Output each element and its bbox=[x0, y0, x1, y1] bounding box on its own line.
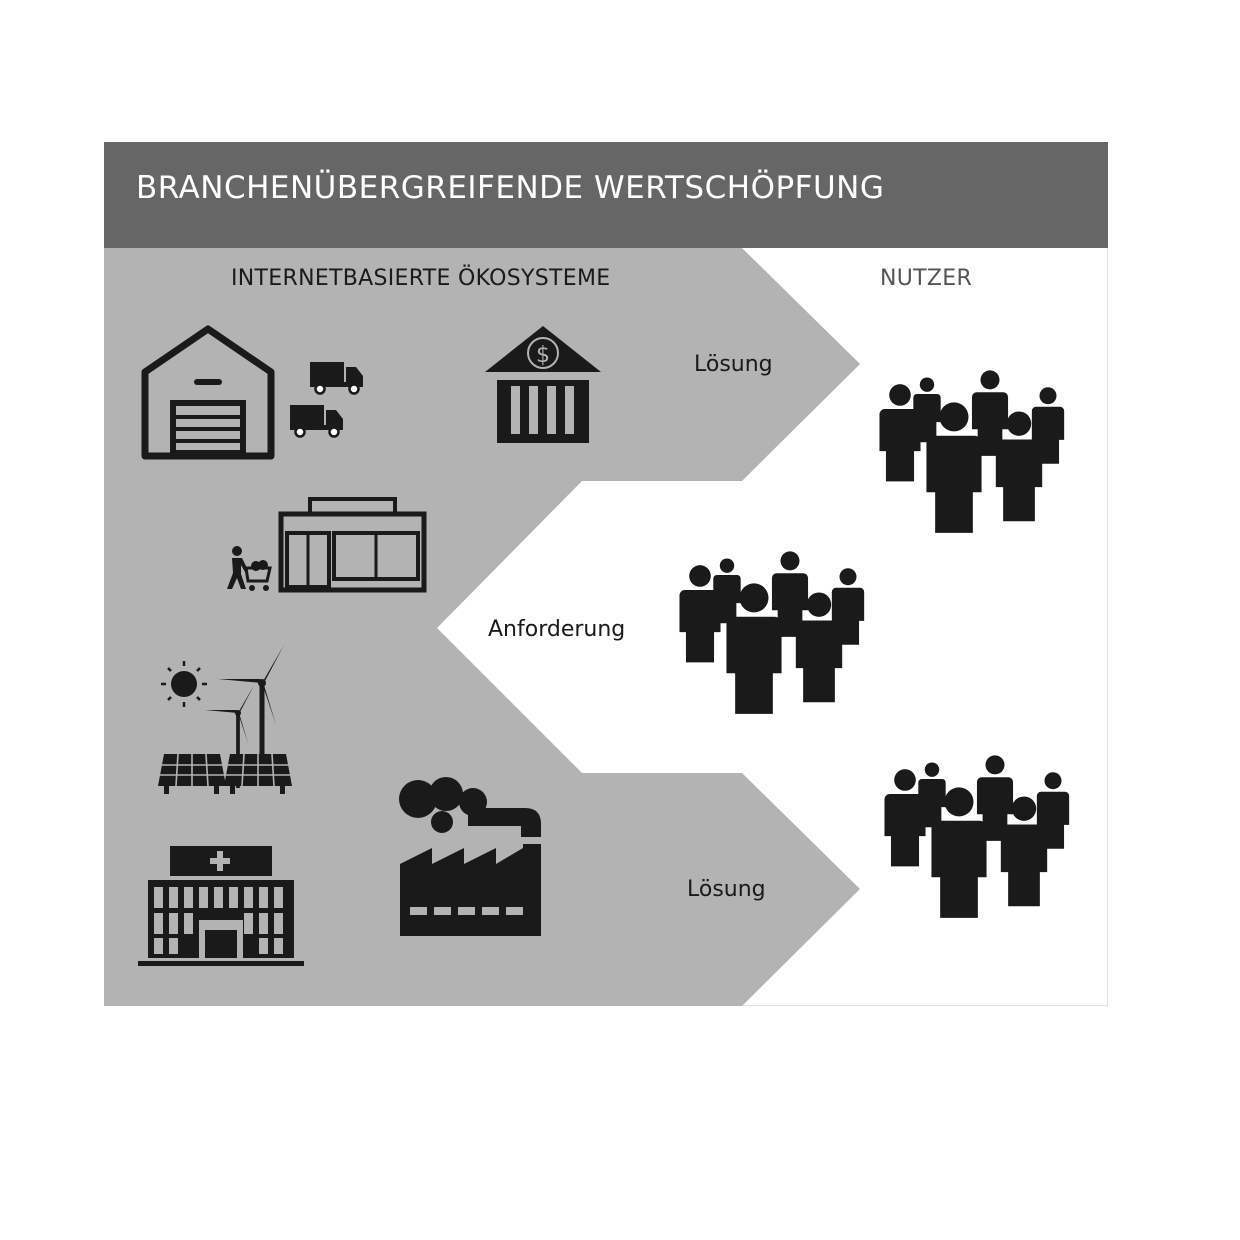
user-group-icon bbox=[679, 551, 864, 714]
flow-label-top: Lösung bbox=[694, 352, 773, 377]
warehouse-icon bbox=[141, 325, 275, 460]
diagram-title: BRANCHENÜBERGREIFENDE WERTSCHÖPFUNG bbox=[136, 170, 885, 206]
hospital-icon bbox=[138, 846, 304, 966]
ecosystems-heading: INTERNETBASIERTE ÖKOSYSTEME bbox=[231, 266, 611, 291]
store-icon bbox=[278, 497, 427, 593]
user-group-icon bbox=[884, 755, 1069, 918]
users-heading: NUTZER bbox=[880, 266, 973, 291]
factory-icon bbox=[399, 777, 541, 936]
svg-text:$: $ bbox=[536, 343, 550, 368]
title-bar bbox=[104, 142, 1108, 248]
ecosystem-area bbox=[104, 248, 860, 1006]
shopper-icon bbox=[227, 546, 272, 591]
flow-label-middle: Anforderung bbox=[488, 617, 626, 642]
flow-label-bottom: Lösung bbox=[687, 877, 766, 902]
renewable-energy-icon bbox=[157, 645, 293, 795]
user-group-icon bbox=[879, 370, 1064, 533]
bank-icon: $ bbox=[485, 326, 601, 443]
